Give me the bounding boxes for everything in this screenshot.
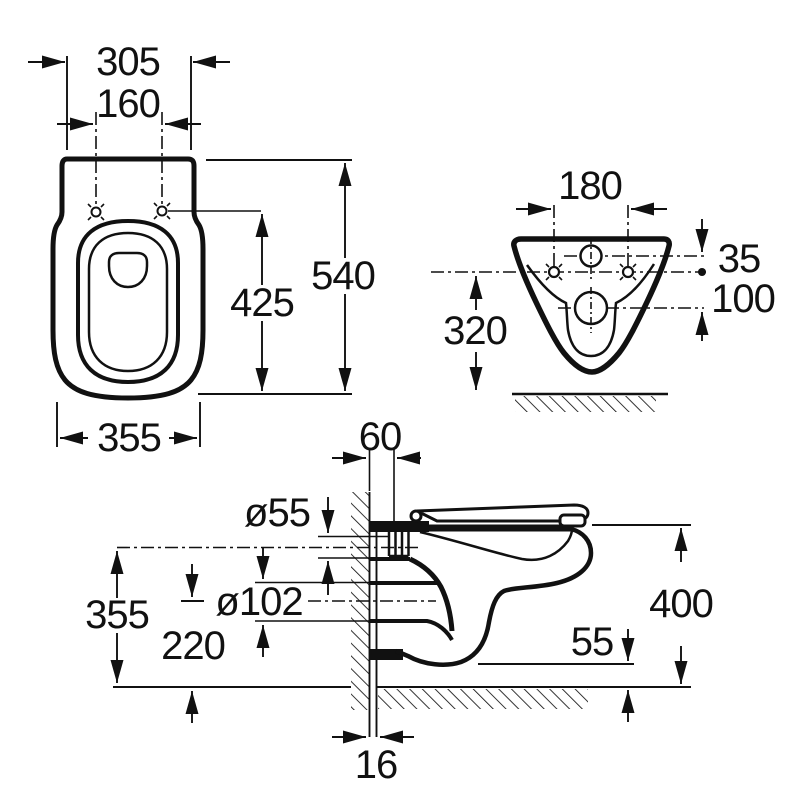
dim-180: 180: [516, 164, 667, 216]
seat-inner-ring: [87, 231, 169, 373]
rim-mounting-bar: [369, 521, 429, 532]
rear-fixing-hole-right: [619, 263, 637, 281]
side-view: 60 ø55 ø102 355 220: [85, 415, 714, 787]
dim-425: 425: [230, 214, 295, 391]
dim-label-100: 100: [711, 277, 775, 321]
dim-220: 220: [161, 564, 226, 723]
dim-label-540: 540: [311, 254, 375, 298]
flush-pipe-stub: [387, 532, 410, 558]
dim-305: 305: [28, 40, 230, 150]
dim-355-height: 355: [85, 551, 150, 683]
fixing-hole-right: [153, 202, 171, 220]
outlet-pipe-bottom-line: [370, 619, 454, 642]
dim-label-d55: ø55: [244, 491, 310, 535]
flush-outlet-cup: [107, 251, 149, 289]
seat-bumper: [558, 513, 587, 528]
dim-label-400: 400: [649, 582, 713, 626]
rear-bowl-interior-line: [525, 263, 656, 358]
dim-label-305: 305: [96, 40, 160, 84]
bowl-rear-inner-line: [408, 556, 455, 632]
dim-label-220: 220: [161, 624, 225, 668]
dim-label-35: 35: [718, 237, 761, 281]
dim-label-355-height: 355: [85, 593, 149, 637]
bottom-mounting-bar: [369, 649, 403, 660]
bowl-interior-line: [419, 528, 574, 562]
toilet-body-outline: [50, 156, 206, 401]
dim-label-60: 60: [359, 415, 402, 459]
top-view: 305 160 540 425 355: [28, 40, 376, 460]
dim-540: 540: [198, 159, 376, 395]
bowl-outer-profile: [395, 526, 594, 667]
dim-320: 320: [443, 276, 508, 390]
dim-400: 400: [592, 524, 714, 684]
seat-outer-ring: [76, 218, 180, 385]
dim-100: 100: [695, 277, 776, 341]
dim-16: 16: [332, 730, 414, 787]
dim-label-425: 425: [230, 281, 294, 325]
lid-hinge: [409, 509, 423, 523]
dim-d55: ø55: [244, 491, 389, 595]
floor-hatch: [378, 689, 588, 709]
dim-label-160: 160: [96, 82, 160, 126]
dim-label-55-gap: 55: [571, 620, 614, 664]
dim-160: 160: [57, 82, 201, 131]
rear-view: 180 35 100 320: [431, 164, 776, 412]
rear-fixing-hole-left: [545, 263, 563, 281]
dim-d102: ø102: [215, 548, 370, 657]
dim-label-355-width: 355: [97, 416, 161, 460]
dim-dot-35-100: [698, 268, 706, 276]
dim-label-d102: ø102: [215, 580, 302, 624]
dim-355-width: 355: [56, 402, 201, 460]
dim-label-180: 180: [558, 164, 622, 208]
dim-label-320: 320: [443, 309, 507, 353]
dim-label-16: 16: [355, 743, 398, 787]
fixing-hole-left: [87, 203, 105, 221]
dim-55-gap: 55: [478, 620, 635, 722]
rear-floor-hatch: [515, 396, 656, 412]
dim-60: 60: [332, 415, 421, 521]
dim-35: 35: [695, 219, 761, 281]
